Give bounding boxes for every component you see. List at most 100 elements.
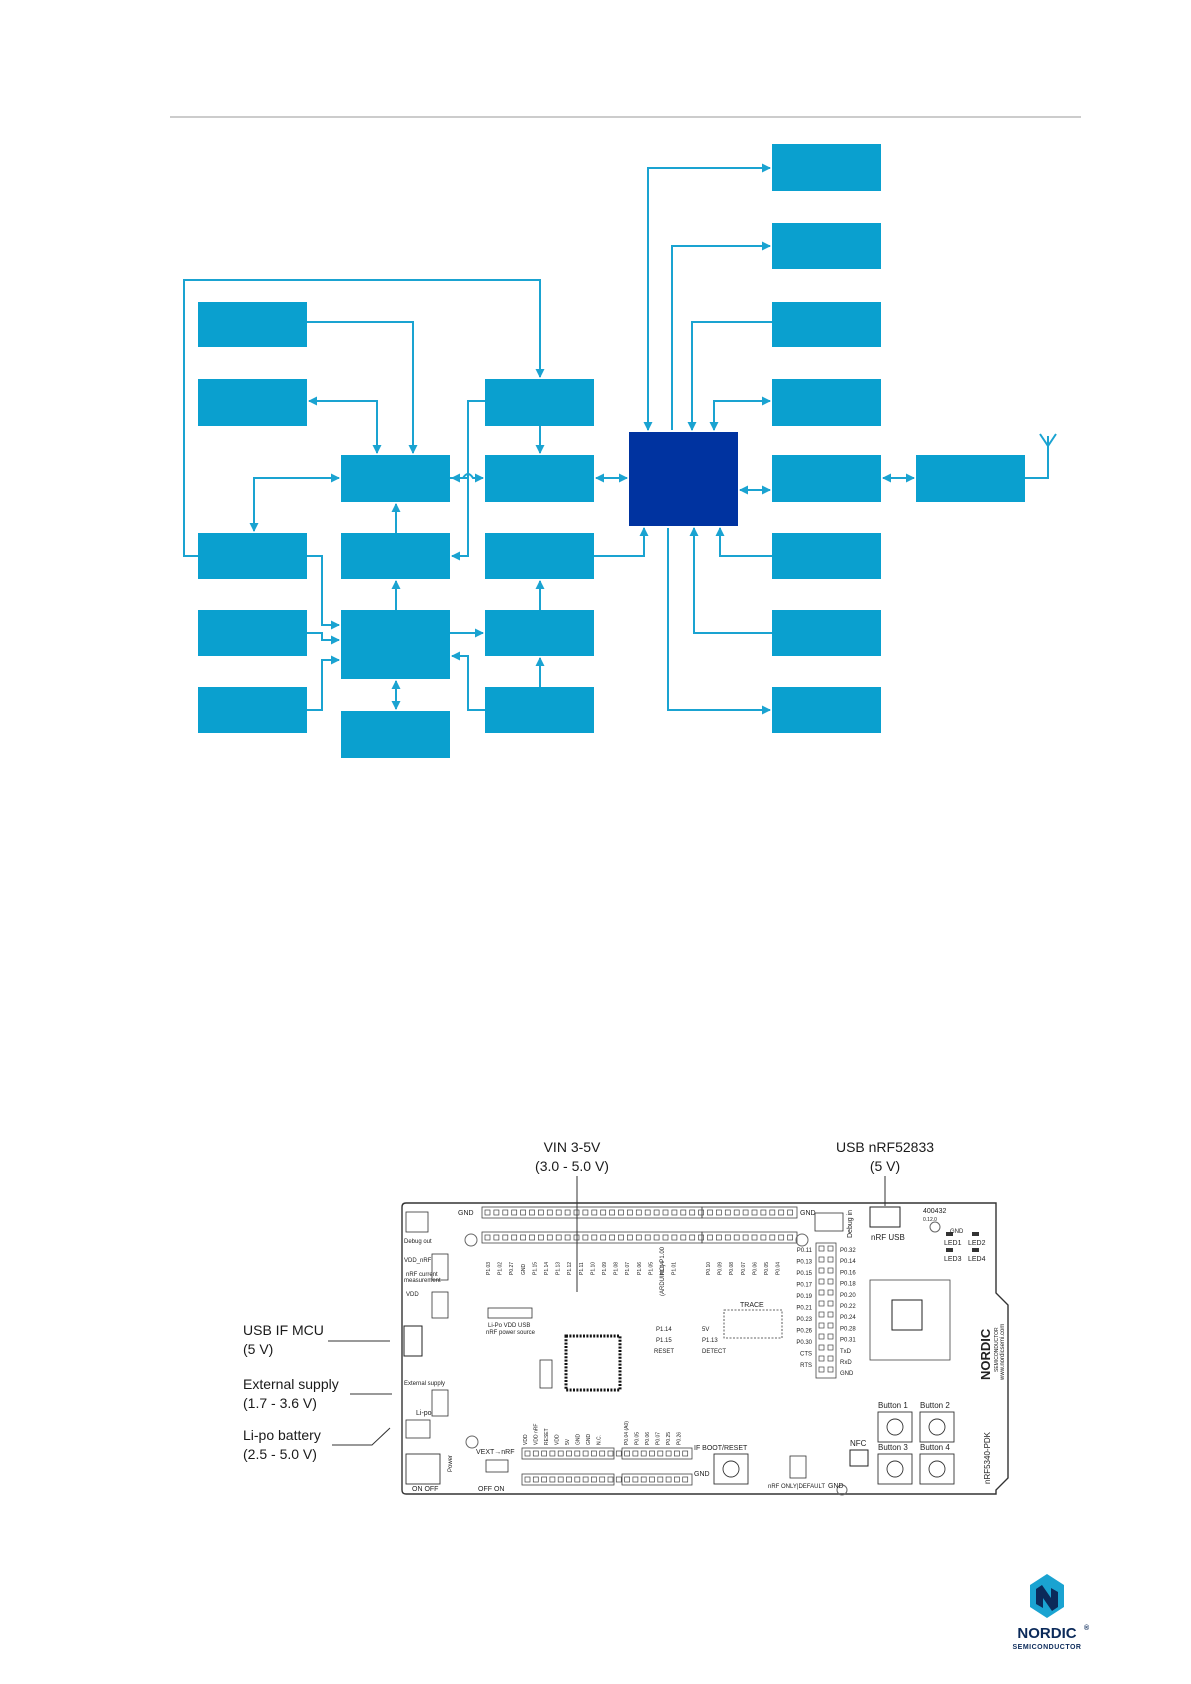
pin-label: RTS	[800, 1363, 812, 1369]
jumpers	[405, 1253, 449, 1439]
header-hole	[524, 1450, 531, 1457]
header-hole	[566, 1476, 572, 1483]
label-gnd-bottom: GND	[828, 1483, 844, 1490]
header-hole	[827, 1344, 834, 1351]
connections	[183, 163, 915, 715]
header-hole	[724, 1209, 731, 1216]
callout-usb-if-title: USB IF MCU	[243, 1322, 324, 1338]
label-pdk-vert: nRF5340-PDK	[983, 1431, 992, 1484]
pin-label: P0.32	[840, 1248, 856, 1254]
label-lipo-vdd-usb: Li-Po VDD USB	[488, 1323, 530, 1329]
header-hole	[827, 1245, 834, 1252]
pin-label: P1.13	[556, 1262, 562, 1275]
label-nrf-current: nRF current	[406, 1272, 438, 1278]
pin-label: VDD	[523, 1434, 529, 1445]
header-hole	[657, 1476, 664, 1483]
pin-label: P0.28	[840, 1326, 856, 1332]
header-hole	[680, 1234, 687, 1241]
pin-label: P0.20	[840, 1293, 856, 1299]
usb-if-port	[403, 1325, 423, 1357]
header-hole	[778, 1234, 785, 1241]
label-p134: P1.14	[656, 1327, 672, 1333]
label-vext-vnrf: VEXT→nRF	[476, 1449, 515, 1456]
block-l1	[198, 302, 307, 347]
block-m4	[485, 610, 594, 656]
label-debug-out: Debug out	[404, 1239, 432, 1245]
label-gnd-top: GND	[458, 1210, 474, 1217]
pin-label: VDD	[555, 1434, 561, 1445]
header-hole	[751, 1209, 758, 1216]
callout-vin-title: VIN 3-5V	[544, 1139, 601, 1155]
pin-label: P0.09	[718, 1262, 724, 1275]
pin-label: P1.10	[590, 1262, 596, 1275]
pin-label: P0.17	[796, 1283, 812, 1289]
header-hole	[778, 1209, 785, 1216]
block-l5	[198, 687, 307, 733]
header-hole	[566, 1450, 572, 1457]
logo-tagline: SEMICONDUCTOR	[1013, 1644, 1082, 1651]
header-hole	[818, 1300, 825, 1307]
pin-column	[815, 1242, 837, 1379]
label-nfc: NFC	[850, 1439, 867, 1448]
header-hole	[615, 1450, 622, 1457]
header-hole	[493, 1209, 500, 1216]
antenna-icon	[1025, 433, 1057, 479]
pin-label: P0.04	[776, 1262, 782, 1275]
pin-label: RESET	[544, 1428, 550, 1445]
nordic-logo-mark-icon	[1030, 1574, 1064, 1618]
header-hole	[662, 1209, 669, 1216]
header-hole	[827, 1267, 834, 1274]
header-hole	[524, 1476, 531, 1483]
pin-label: P0.06	[645, 1432, 651, 1445]
header-hole	[827, 1300, 834, 1307]
pin-label: P0.26	[677, 1432, 683, 1445]
block-m2	[485, 455, 594, 502]
leds	[946, 1232, 979, 1252]
label-detect: DETECT	[702, 1349, 726, 1355]
block-r5	[772, 455, 881, 502]
label-p115: P1.15	[656, 1338, 672, 1344]
callout-lipo-title: Li-po battery	[243, 1427, 321, 1443]
block-c4	[341, 711, 450, 758]
trace-connector	[723, 1309, 783, 1339]
label-url-vert: www.nordicsemi.com	[1000, 1324, 1006, 1381]
block-r2	[772, 223, 881, 269]
header-hole	[818, 1278, 825, 1285]
header-hole	[600, 1234, 607, 1241]
header-hole	[769, 1209, 776, 1216]
label-button3: Button 3	[878, 1443, 908, 1452]
callout-vin-range: (3.0 - 5.0 V)	[535, 1158, 609, 1174]
pin-label: P0.31	[840, 1338, 856, 1344]
callout-usb-if-range: (5 V)	[243, 1341, 273, 1357]
header-hole	[607, 1450, 614, 1457]
buttons	[405, 1411, 955, 1485]
block-r8	[772, 687, 881, 733]
pin-label: RxD	[840, 1360, 852, 1366]
header-hole	[827, 1278, 834, 1285]
header-hole	[818, 1344, 825, 1351]
header-hole	[689, 1209, 696, 1216]
label-led2: LED2	[968, 1240, 986, 1247]
label-gnd-top2: GND	[800, 1210, 816, 1217]
header-hole	[698, 1209, 704, 1216]
header-hole	[665, 1450, 672, 1457]
label-gnd-bottom2: GND	[694, 1471, 710, 1478]
label-p5v: 5V	[702, 1327, 709, 1333]
header-hole	[484, 1209, 491, 1216]
header-hole	[609, 1234, 615, 1241]
block-r7	[772, 610, 881, 656]
header-hole	[653, 1234, 660, 1241]
header-hole	[682, 1450, 689, 1457]
header-hole	[818, 1322, 825, 1329]
header-hole	[546, 1234, 553, 1241]
header-hole	[818, 1245, 825, 1252]
label-if-boot-reset: IF BOOT/RESET	[694, 1445, 748, 1452]
pin-column-holes	[818, 1245, 834, 1373]
block-rf	[916, 455, 1025, 502]
header-hole	[582, 1234, 589, 1241]
header-hole	[557, 1476, 564, 1483]
header-hole	[707, 1234, 713, 1241]
debug-out-connector	[405, 1211, 429, 1233]
pin-label: P1.04	[660, 1262, 666, 1275]
